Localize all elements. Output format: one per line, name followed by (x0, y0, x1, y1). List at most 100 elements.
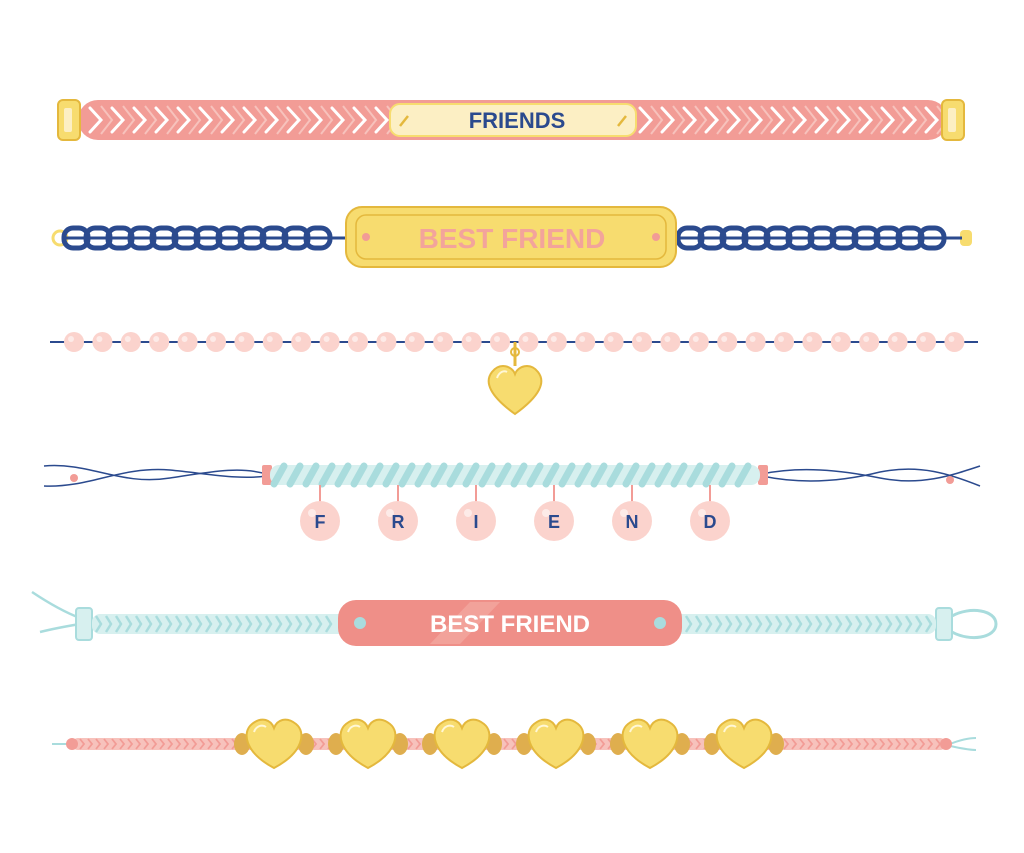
cord-weave-chevron (194, 615, 203, 633)
cord-weave-chevron (264, 615, 273, 633)
cord-weave-chevron (804, 615, 813, 633)
braid-chevron (286, 106, 302, 134)
pearl (262, 332, 283, 352)
friends-plate (389, 103, 637, 137)
pearl-shine (96, 336, 103, 342)
braid-chevron (704, 106, 720, 134)
heart-cord-end-right (940, 738, 952, 750)
cord-weave-chevron (134, 615, 143, 633)
pearl-shine (749, 336, 756, 342)
pearl (688, 332, 709, 352)
heart-cord-chevron (191, 738, 198, 750)
braid-chevron-shade (210, 105, 224, 135)
braid-chevron (154, 106, 170, 134)
gold-heart-icon (245, 718, 303, 770)
braid-chevron (242, 106, 258, 134)
twist-stripe (702, 462, 720, 488)
braid-chevron-shade (122, 105, 136, 135)
twist-cap-left (262, 465, 272, 485)
cord-weave-chevron (894, 615, 903, 633)
cord-weave-chevron (104, 615, 113, 633)
cord-weave-chevron (744, 615, 753, 633)
pearl-beads (64, 332, 965, 352)
braid-chevron-shade (276, 105, 290, 135)
braid-chevron (638, 106, 654, 134)
twist-stripe (414, 462, 432, 488)
cord-weave-chevron (884, 615, 893, 633)
cord-weave-chevron (854, 615, 863, 633)
cord-weave-chevron (724, 615, 733, 633)
braid-chevron (836, 106, 852, 134)
pearl-shine (891, 336, 898, 342)
cord-weave-chevron (764, 615, 773, 633)
pearl-shine (834, 336, 841, 342)
gold-heart-shine (347, 724, 361, 733)
pearl (859, 332, 880, 352)
string-bead-left (70, 474, 78, 482)
braid-chevron-shade (782, 105, 796, 135)
pearl-shine (579, 336, 586, 342)
pearl (461, 332, 482, 352)
braid-chevron (198, 106, 214, 134)
braid-chevron (264, 106, 280, 134)
plate-screw-right (617, 115, 627, 127)
twist-stripe (510, 462, 528, 488)
heart-cord-chevron (807, 738, 814, 750)
heart-cord-chevron (79, 738, 86, 750)
pearl-shine (437, 336, 444, 342)
twist-stripe (734, 462, 752, 488)
cord-weave-chevron (94, 615, 103, 633)
cord-weave-chevron (734, 615, 743, 633)
braid-chevron (726, 106, 742, 134)
letter-bead-text: D (704, 512, 717, 532)
gold-heart-icon (527, 718, 585, 770)
heart-cord-chevron (223, 738, 230, 750)
braid-chevron-shade (188, 105, 202, 135)
pearl-shine (778, 336, 784, 342)
letter-bead-text: R (392, 512, 405, 532)
cord-weave-chevron (914, 615, 923, 633)
chain-link (303, 225, 333, 251)
letter-bead-shine (386, 509, 394, 517)
pearl-shine (636, 336, 642, 342)
pearl (92, 332, 113, 352)
heart-cord-chevron (879, 738, 886, 750)
twist-stripe (670, 462, 688, 488)
twist-stripe (302, 462, 320, 488)
letter-bead-text: I (473, 512, 478, 532)
best-friend-gold-plate (345, 206, 677, 268)
heart-charm-shine (496, 370, 508, 379)
cord-tail-left-a (31, 590, 81, 620)
plate-rivet-right (652, 233, 660, 241)
pearl (632, 332, 652, 352)
cord-weave-chevron (774, 615, 783, 633)
heart-cord-tail-b (949, 745, 977, 751)
heart-cord-chevron (927, 738, 934, 750)
twist-stripe (270, 462, 288, 488)
pearl-shine (465, 336, 472, 342)
twist-stripe (318, 462, 336, 488)
clasp-right-inner (948, 108, 956, 132)
best-friend-gold-text: BEST FRIEND (419, 223, 606, 254)
braid-chevron (924, 106, 940, 134)
heart-cord-chevron (87, 738, 94, 750)
twist-stripe (382, 462, 400, 488)
heart-cord-chevron (207, 738, 214, 750)
pearl (234, 332, 255, 352)
braid-chevron (176, 106, 192, 134)
cord-weave-chevron (154, 615, 163, 633)
cord-weave-chevron (164, 615, 173, 633)
braid-chevron-shade (804, 105, 818, 135)
pearl-shine (408, 336, 415, 342)
cord-weave-chevron (234, 615, 243, 633)
braid-chevron-shade (826, 105, 840, 135)
heart-cord-chevron (783, 738, 790, 750)
pearl (120, 332, 141, 352)
braid-chevron-shade (254, 105, 268, 135)
braid-chevron-shade (914, 105, 928, 135)
gold-heart-icon (621, 718, 679, 770)
braid-chevron (374, 106, 390, 134)
heart-cord-end-left (66, 738, 78, 750)
pearl (575, 332, 596, 352)
